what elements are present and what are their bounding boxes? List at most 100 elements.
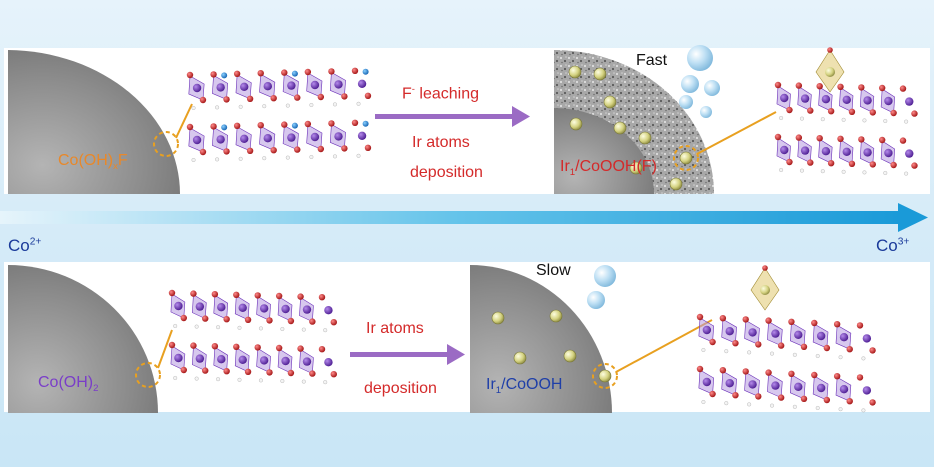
cobalt-oxidation-arrow	[0, 203, 928, 232]
cobalt-atom	[263, 82, 272, 91]
cobalt-atom	[771, 329, 780, 338]
hydrogen-atom	[770, 351, 775, 356]
cobalt-atom	[771, 381, 780, 390]
oxygen-atom	[304, 68, 312, 76]
hydrogen-atom	[280, 327, 285, 332]
hydrogen-atom	[309, 102, 314, 107]
oxygen-atom	[869, 109, 876, 116]
oxygen-atom	[811, 371, 818, 379]
cobalt-atom	[310, 80, 320, 90]
fluorine-atom	[291, 70, 298, 77]
ir-atom	[613, 121, 627, 135]
cobalt-atom	[780, 93, 789, 103]
cobalt-atom	[863, 148, 872, 157]
oxygen-atom	[755, 341, 762, 348]
cobalt-atom	[702, 377, 712, 387]
ir-atom	[563, 349, 577, 363]
oxygen-atom	[827, 47, 833, 53]
oxygen-atom	[202, 315, 209, 322]
oxygen-atom	[244, 316, 252, 323]
cobalt-atom	[263, 134, 272, 143]
fluorine-atom	[362, 68, 369, 75]
cobalt-atom	[217, 303, 226, 312]
oxygen-atom	[858, 136, 865, 143]
top-rate-label: Fast	[636, 52, 668, 69]
oxygen-atom	[709, 338, 716, 346]
oxygen-atom	[890, 161, 897, 169]
ir-atom	[593, 67, 607, 81]
hydrogen-atom	[285, 155, 290, 160]
cobalt-atom	[905, 97, 914, 106]
hydrogen-atom	[194, 376, 199, 381]
cobalt-atom	[216, 135, 225, 144]
ir-atom	[549, 309, 563, 323]
oxygen-atom	[318, 346, 326, 353]
hydrogen-atom	[258, 378, 263, 383]
top-step-ir-atoms: Ir atoms	[412, 134, 470, 151]
top-substrate-label: Co(OH)xF	[58, 152, 128, 173]
oxygen-atom	[281, 69, 288, 76]
oxygen-atom	[233, 70, 241, 78]
cobalt-atom	[216, 83, 225, 92]
oxygen-atom	[330, 319, 337, 326]
oxygen-atom	[328, 68, 335, 75]
oxygen-atom	[223, 148, 230, 155]
oxygen-atom	[869, 399, 876, 406]
oxygen-atom	[709, 390, 716, 398]
ir-atom	[629, 161, 643, 175]
hydrogen-atom	[194, 324, 199, 329]
hydrogen-atom	[820, 117, 825, 122]
hydrogen-atom	[215, 157, 220, 162]
oxygen-atom	[795, 134, 803, 141]
oxygen-atom	[732, 340, 739, 347]
oxygen-atom	[827, 108, 835, 115]
cobalt-atom	[217, 355, 226, 364]
oxygen-atom	[762, 265, 768, 271]
oxygen-atom	[765, 317, 772, 324]
oxygen-atom	[304, 120, 312, 128]
top-ir-atoms	[568, 65, 693, 191]
oxygen-atom	[275, 344, 283, 352]
cobalt-atom	[816, 331, 826, 341]
oxygen-atom	[732, 392, 739, 399]
fluorine-atom	[221, 72, 228, 79]
hydrogen-atom	[861, 356, 866, 361]
hydrogen-atom	[904, 119, 909, 124]
hydrogen-atom	[191, 105, 196, 110]
coh2-lattice	[168, 289, 337, 385]
oxygen-atom	[211, 343, 219, 350]
hydrogen-atom	[779, 167, 784, 172]
cobalt-atom	[310, 132, 320, 142]
oxygen-atom	[899, 137, 907, 144]
hydrogen-atom	[815, 406, 820, 411]
hydrogen-atom	[862, 118, 867, 123]
ir-atom	[598, 369, 612, 383]
oxygen-atom	[266, 317, 273, 324]
oxygen-atom	[890, 109, 897, 117]
oxygen-atom	[297, 293, 304, 300]
oxygen-atom	[186, 71, 194, 79]
oxygen-atom	[294, 94, 301, 101]
oxygen-atom	[869, 161, 876, 168]
cobalt-atom	[259, 304, 269, 313]
oxygen-atom	[777, 342, 785, 349]
oxygen-atom	[823, 396, 831, 404]
oxygen-atom	[816, 83, 823, 90]
oxygen-atom	[328, 120, 335, 127]
hydrogen-atom	[356, 153, 361, 158]
top-product-zoom-line	[696, 111, 777, 155]
cobalt-atom	[884, 148, 893, 158]
cooh-product-substrate	[470, 265, 612, 413]
hydrogen-atom	[841, 117, 846, 122]
hydrogen-atom	[301, 327, 306, 332]
bottom-oxygen-bubbles	[587, 265, 616, 309]
cobalt-atom	[905, 149, 914, 158]
cobalt-atom	[357, 79, 367, 89]
ir-cooh-lattice	[696, 265, 876, 413]
oxygen-atom	[878, 136, 886, 144]
oxygen-atom	[317, 145, 325, 153]
cobalt-atom	[192, 135, 202, 145]
oxygen-atom	[878, 84, 886, 92]
top-zoom-line	[175, 103, 193, 139]
